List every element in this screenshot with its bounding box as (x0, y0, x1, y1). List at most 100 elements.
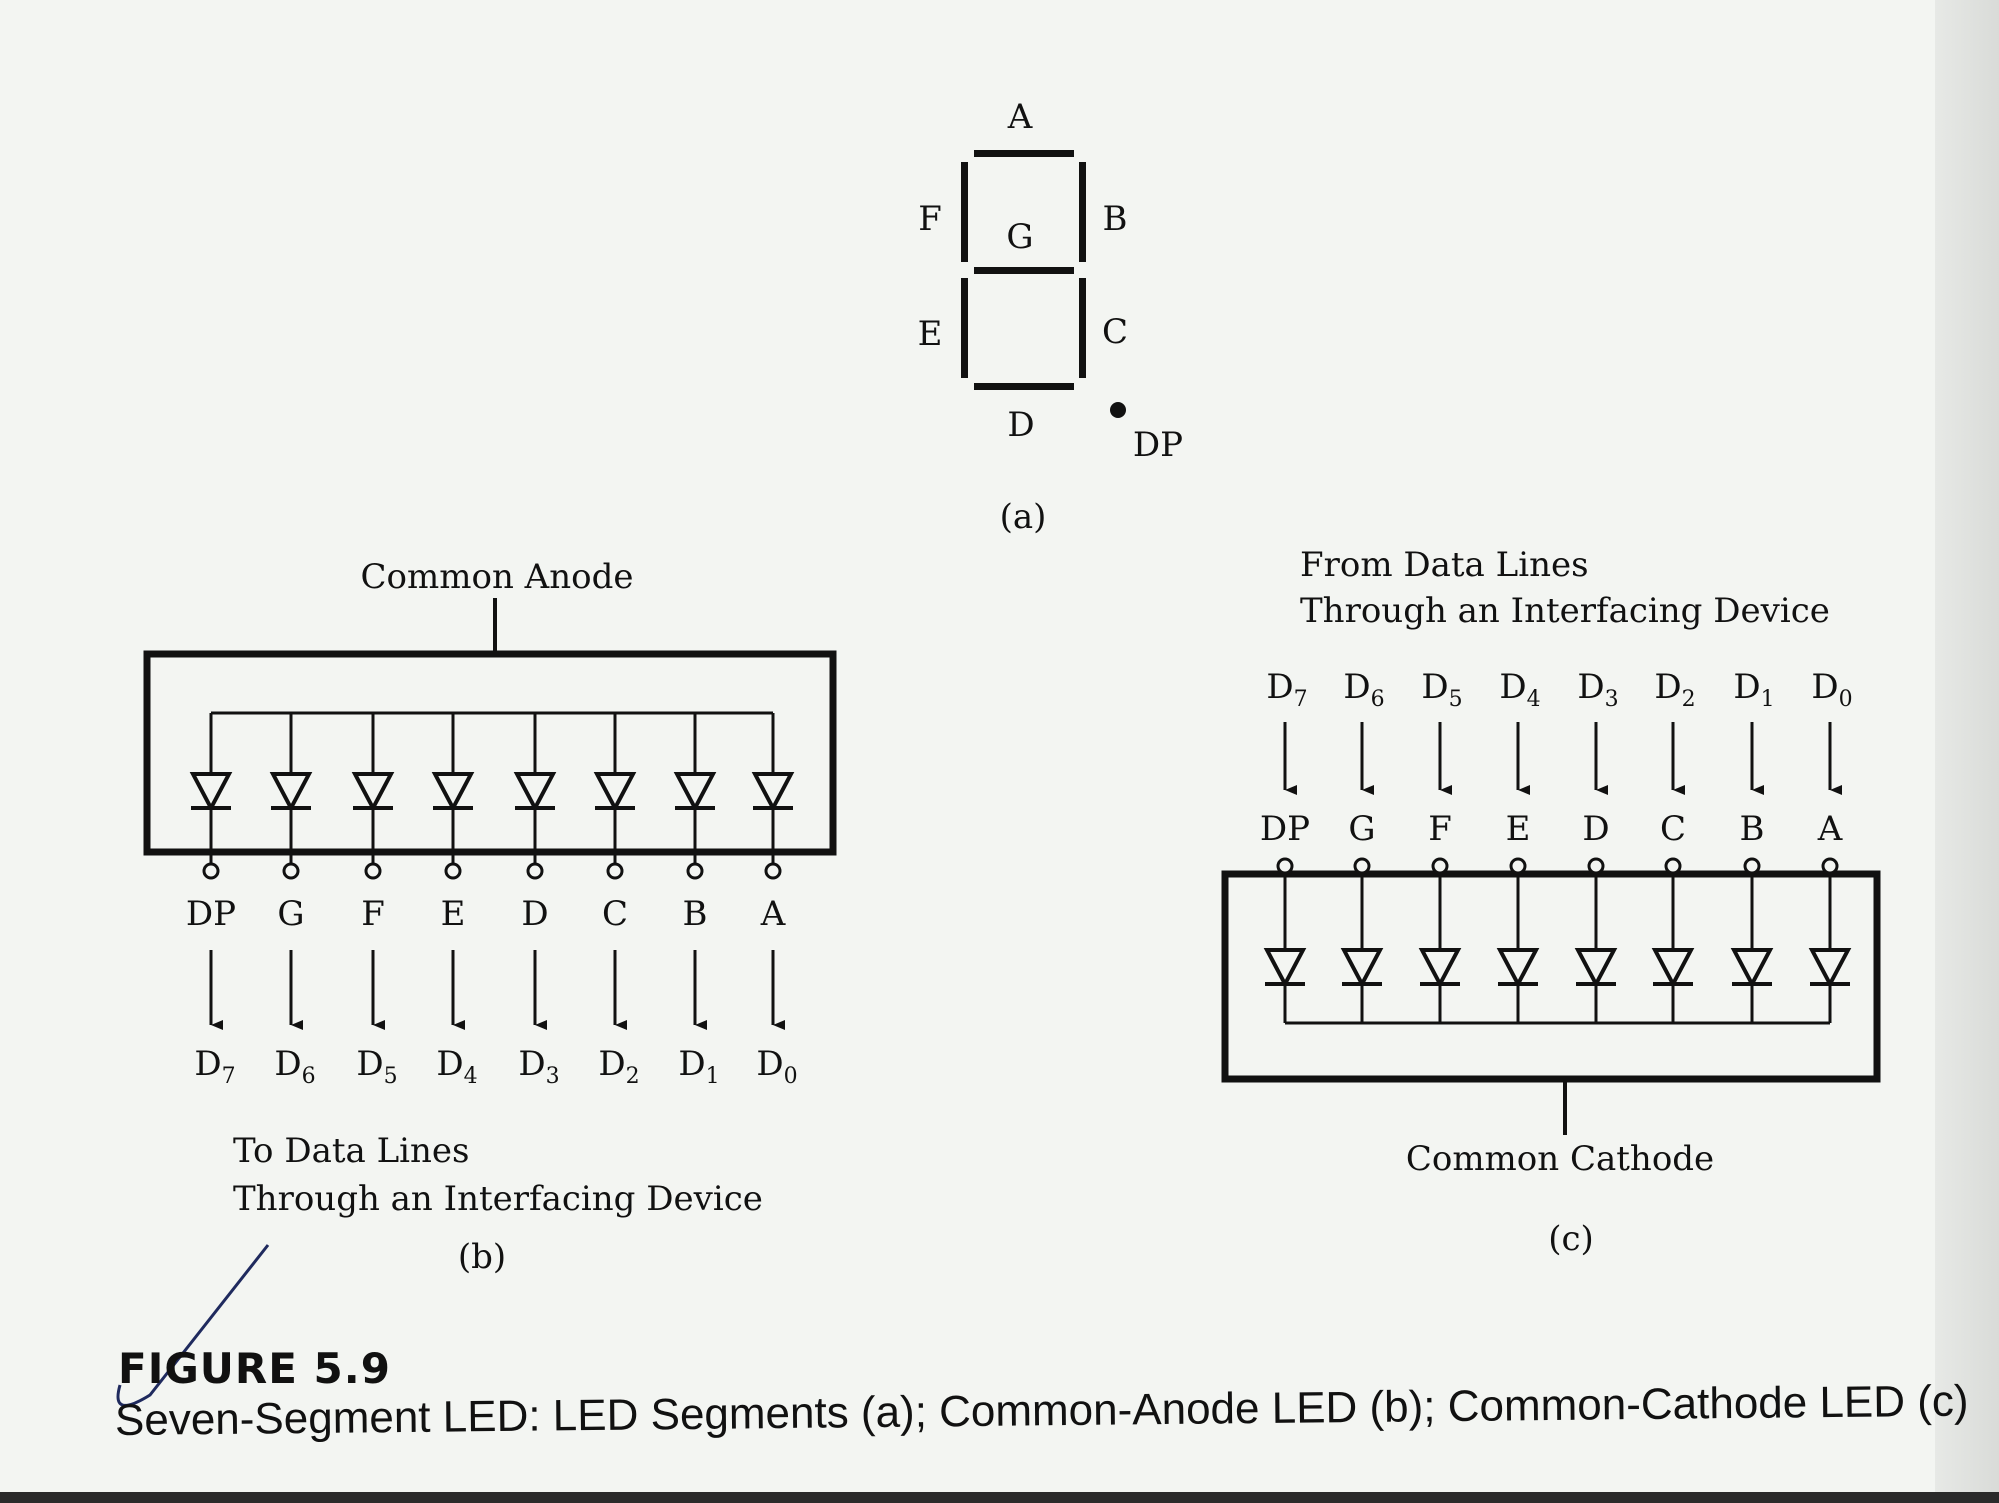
c-pin-label-dp: DP (1260, 809, 1310, 849)
decimal-point-dot (1110, 402, 1126, 418)
data-line-label-0: D7 (194, 1044, 235, 1089)
c-data-line-label-6: D1 (1733, 667, 1774, 712)
segment-b (1079, 162, 1086, 262)
part-c-label: (c) (1548, 1219, 1594, 1259)
c-diode-a (1808, 948, 1852, 989)
c-pin-label-b: B (1740, 809, 1765, 849)
page-edge (1935, 0, 1999, 1503)
c-pin-label-d: D (1582, 809, 1609, 849)
c-pin-terminal-f (1431, 857, 1449, 875)
diode-dp (189, 772, 233, 813)
pin-terminal-dp (202, 862, 220, 880)
common-cathode-label: Common Cathode (1406, 1139, 1714, 1179)
c-data-line-label-0: D7 (1266, 667, 1307, 712)
diode-e (431, 772, 475, 813)
segment-g (974, 267, 1074, 274)
pin-terminal-a (764, 862, 782, 880)
pin-label-d: D (521, 894, 548, 934)
segment-e (961, 278, 968, 378)
c-pin-label-e: E (1506, 809, 1531, 849)
part-c-note-line2: Through an Interfacing Device (1300, 591, 1830, 631)
diode-c (593, 772, 637, 813)
figure-number: FIGURE 5.9 (118, 1344, 391, 1393)
pin-label-g: G (277, 894, 304, 934)
c-pin-terminal-b (1743, 857, 1761, 875)
c-diode-dp (1263, 948, 1307, 989)
c-pin-label-g: G (1348, 809, 1375, 849)
diode-a (751, 772, 795, 813)
common-cathode-circuit: From Data Lines Through an Interfacing D… (1221, 545, 1881, 1259)
pin-label-a: A (760, 894, 786, 934)
cathode-package-box (1221, 870, 1881, 1083)
common-anode-circuit: Common Anode To Data Lines Through an In… (143, 557, 837, 1277)
c-pin-terminal-e (1509, 857, 1527, 875)
segment-label-b: B (1103, 199, 1128, 239)
c-data-line-label-4: D3 (1577, 667, 1618, 712)
segment-label-d: D (1007, 405, 1034, 445)
c-data-line-label-5: D2 (1654, 667, 1695, 712)
data-line-label-4: D3 (518, 1044, 559, 1089)
c-data-line-label-1: D6 (1343, 667, 1384, 712)
segment-label-g: G (1006, 217, 1033, 257)
pen-mark (116, 1244, 270, 1407)
c-data-line-label-2: D5 (1421, 667, 1462, 712)
c-pin-label-a: A (1817, 809, 1843, 849)
c-pin-label-c: C (1660, 809, 1686, 849)
diode-d (513, 772, 557, 813)
pin-terminal-d (526, 862, 544, 880)
segment-label-c: C (1102, 312, 1128, 352)
diode-b (673, 772, 717, 813)
pin-terminal-g (282, 862, 300, 880)
data-line-label-1: D6 (274, 1044, 315, 1089)
c-diode-f (1418, 948, 1462, 989)
c-pin-terminal-d (1587, 857, 1605, 875)
c-pin-terminal-c (1664, 857, 1682, 875)
data-line-label-3: D4 (436, 1044, 477, 1089)
c-data-line-label-7: D0 (1811, 667, 1852, 712)
part-b-label: (b) (458, 1237, 506, 1277)
diode-g (269, 772, 313, 813)
c-diode-g (1340, 948, 1384, 989)
page-bottom-edge (0, 1492, 1999, 1503)
pin-terminal-e (444, 862, 462, 880)
c-pin-label-f: F (1428, 809, 1452, 849)
c-diode-b (1730, 948, 1774, 989)
anode-package-box (143, 650, 837, 856)
c-data-line-label-3: D4 (1499, 667, 1540, 712)
common-anode-label: Common Anode (361, 557, 634, 597)
segment-label-dp: DP (1133, 425, 1183, 465)
data-line-label-6: D1 (678, 1044, 719, 1089)
data-line-label-5: D2 (598, 1044, 639, 1089)
c-pin-terminal-g (1353, 857, 1371, 875)
c-pin-terminal-a (1821, 857, 1839, 875)
pin-label-b: B (683, 894, 708, 934)
data-line-label-2: D5 (356, 1044, 397, 1089)
segment-label-a: A (1007, 97, 1033, 137)
pin-label-e: E (441, 894, 466, 934)
segment-a (974, 150, 1074, 157)
part-a-label: (a) (1000, 497, 1047, 537)
pin-terminal-c (606, 862, 624, 880)
pin-label-f: F (361, 894, 385, 934)
pin-label-dp: DP (186, 894, 236, 934)
data-line-label-7: D0 (756, 1044, 797, 1089)
segment-f (961, 162, 968, 262)
part-b-note-line1: To Data Lines (233, 1131, 470, 1171)
segment-c (1079, 278, 1086, 378)
segment-label-f: F (918, 199, 942, 239)
c-diode-c (1651, 948, 1695, 989)
c-pin-terminal-dp (1276, 857, 1294, 875)
diode-f (351, 772, 395, 813)
c-diode-e (1496, 948, 1540, 989)
seven-segment-display: A B C D E F G DP (a) (918, 97, 1183, 537)
part-b-note-line2: Through an Interfacing Device (233, 1179, 763, 1219)
part-c-note-line1: From Data Lines (1300, 545, 1589, 585)
pin-label-c: C (602, 894, 628, 934)
pin-terminal-f (364, 862, 382, 880)
c-diode-d (1574, 948, 1618, 989)
segment-d (974, 383, 1074, 390)
pin-terminal-b (686, 862, 704, 880)
segment-label-e: E (918, 314, 943, 354)
